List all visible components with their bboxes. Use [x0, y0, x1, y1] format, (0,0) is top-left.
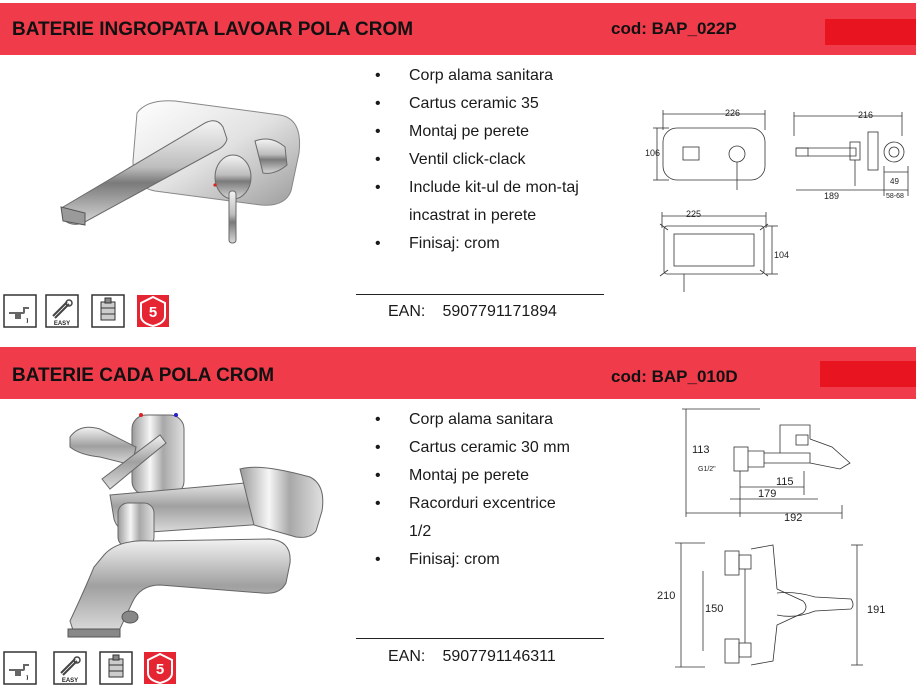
product-image-wall-basin-mixer	[60, 100, 301, 244]
dim-depth-2: 192	[784, 512, 802, 523]
dim-axis: 150	[705, 603, 723, 615]
technical-drawing-bath-side: 113 G1/2" 115 179 192	[682, 408, 851, 523]
ean-label: EAN:	[388, 303, 426, 320]
dim-bath-height: 113	[692, 444, 710, 456]
dim-side-depth: 189	[824, 191, 839, 201]
dim-spout-height: 191	[867, 604, 885, 616]
dim-thread: G1/2"	[698, 466, 716, 473]
technical-drawing-front: 226 106	[645, 108, 766, 190]
feature-item: Racorduri excentrice 1/2	[373, 490, 579, 546]
easy-label: EASY	[62, 678, 78, 684]
feature-icons: EASY 5	[3, 294, 183, 332]
dim-side-width: 216	[858, 110, 873, 120]
dim-front-height: 106	[645, 148, 660, 158]
feature-item: Ventil click-clack	[373, 146, 594, 174]
feature-list: Corp alama sanitara Cartus ceramic 35 Mo…	[373, 62, 594, 258]
dim-side-h: 49	[890, 177, 899, 186]
warranty-number: 5	[156, 661, 164, 678]
easy-label: EASY	[54, 321, 70, 327]
product-image-bath-mixer	[67, 413, 324, 638]
ean-value: 5907791146311	[442, 648, 556, 665]
dim-box-height: 104	[774, 250, 789, 260]
product-title: BATERIE CADA POLA CROM	[12, 365, 275, 386]
warranty-5-years-icon: 5	[137, 295, 169, 328]
product-section-1: BATERIE INGROPATA LAVOAR POLA CROM cod: …	[0, 0, 916, 345]
ean-divider	[356, 294, 604, 295]
feature-item: Finisaj: crom	[373, 230, 594, 258]
product-header: BATERIE INGROPATA LAVOAR POLA CROM cod: …	[0, 3, 916, 55]
dim-side-range: 58-68	[886, 193, 904, 200]
dim-front-height: 210	[657, 590, 675, 602]
faucet-icon	[3, 651, 37, 685]
product-title: BATERIE INGROPATA LAVOAR POLA CROM	[12, 19, 414, 40]
product-section-2: BATERIE CADA POLA CROM cod: BAP_010D	[0, 345, 916, 687]
dim-depth-1: 179	[758, 488, 776, 500]
feature-item: Montaj pe perete	[373, 118, 594, 146]
cartridge-icon	[91, 294, 125, 328]
feature-item: Include kit-ul de mon-taj incastrat in p…	[373, 174, 594, 230]
product-code: cod: BAP_010D	[611, 367, 738, 386]
ean-row: EAN: 5907791171894	[388, 303, 557, 321]
warranty-number: 5	[149, 304, 157, 321]
faucet-icon	[3, 294, 37, 328]
ean-divider	[356, 638, 604, 639]
dim-front-width: 226	[725, 108, 740, 118]
product-code: cod: BAP_022P	[611, 19, 737, 38]
feature-item: Cartus ceramic 30 mm	[373, 434, 594, 462]
dim-box-width: 225	[686, 209, 701, 219]
code-accent-box	[825, 19, 916, 45]
feature-list: Corp alama sanitara Cartus ceramic 30 mm…	[373, 406, 594, 574]
wrench-easy-icon: EASY	[45, 294, 79, 328]
ean-row: EAN: 5907791146311	[388, 648, 556, 666]
warranty-5-years-icon: 5	[144, 652, 176, 685]
code-accent-box	[820, 361, 916, 387]
technical-drawing-side: 216 189 49 58-68	[793, 110, 909, 201]
technical-drawing-bath-front: 210 150 191	[657, 542, 885, 668]
technical-drawing-box: 225 104	[659, 209, 789, 292]
feature-item: Cartus ceramic 35	[373, 90, 594, 118]
cartridge-icon	[99, 651, 133, 685]
ean-value: 5907791171894	[442, 303, 557, 320]
feature-item: Corp alama sanitara	[373, 406, 594, 434]
dim-spout-offset: 115	[776, 476, 794, 488]
feature-item: Montaj pe perete	[373, 462, 594, 490]
feature-icons: EASY 5	[3, 651, 183, 689]
ean-label: EAN:	[388, 648, 426, 665]
product-header: BATERIE CADA POLA CROM cod: BAP_010D	[0, 347, 916, 399]
feature-item: Finisaj: crom	[373, 546, 594, 574]
wrench-easy-icon: EASY	[53, 651, 87, 685]
feature-item: Corp alama sanitara	[373, 62, 594, 90]
